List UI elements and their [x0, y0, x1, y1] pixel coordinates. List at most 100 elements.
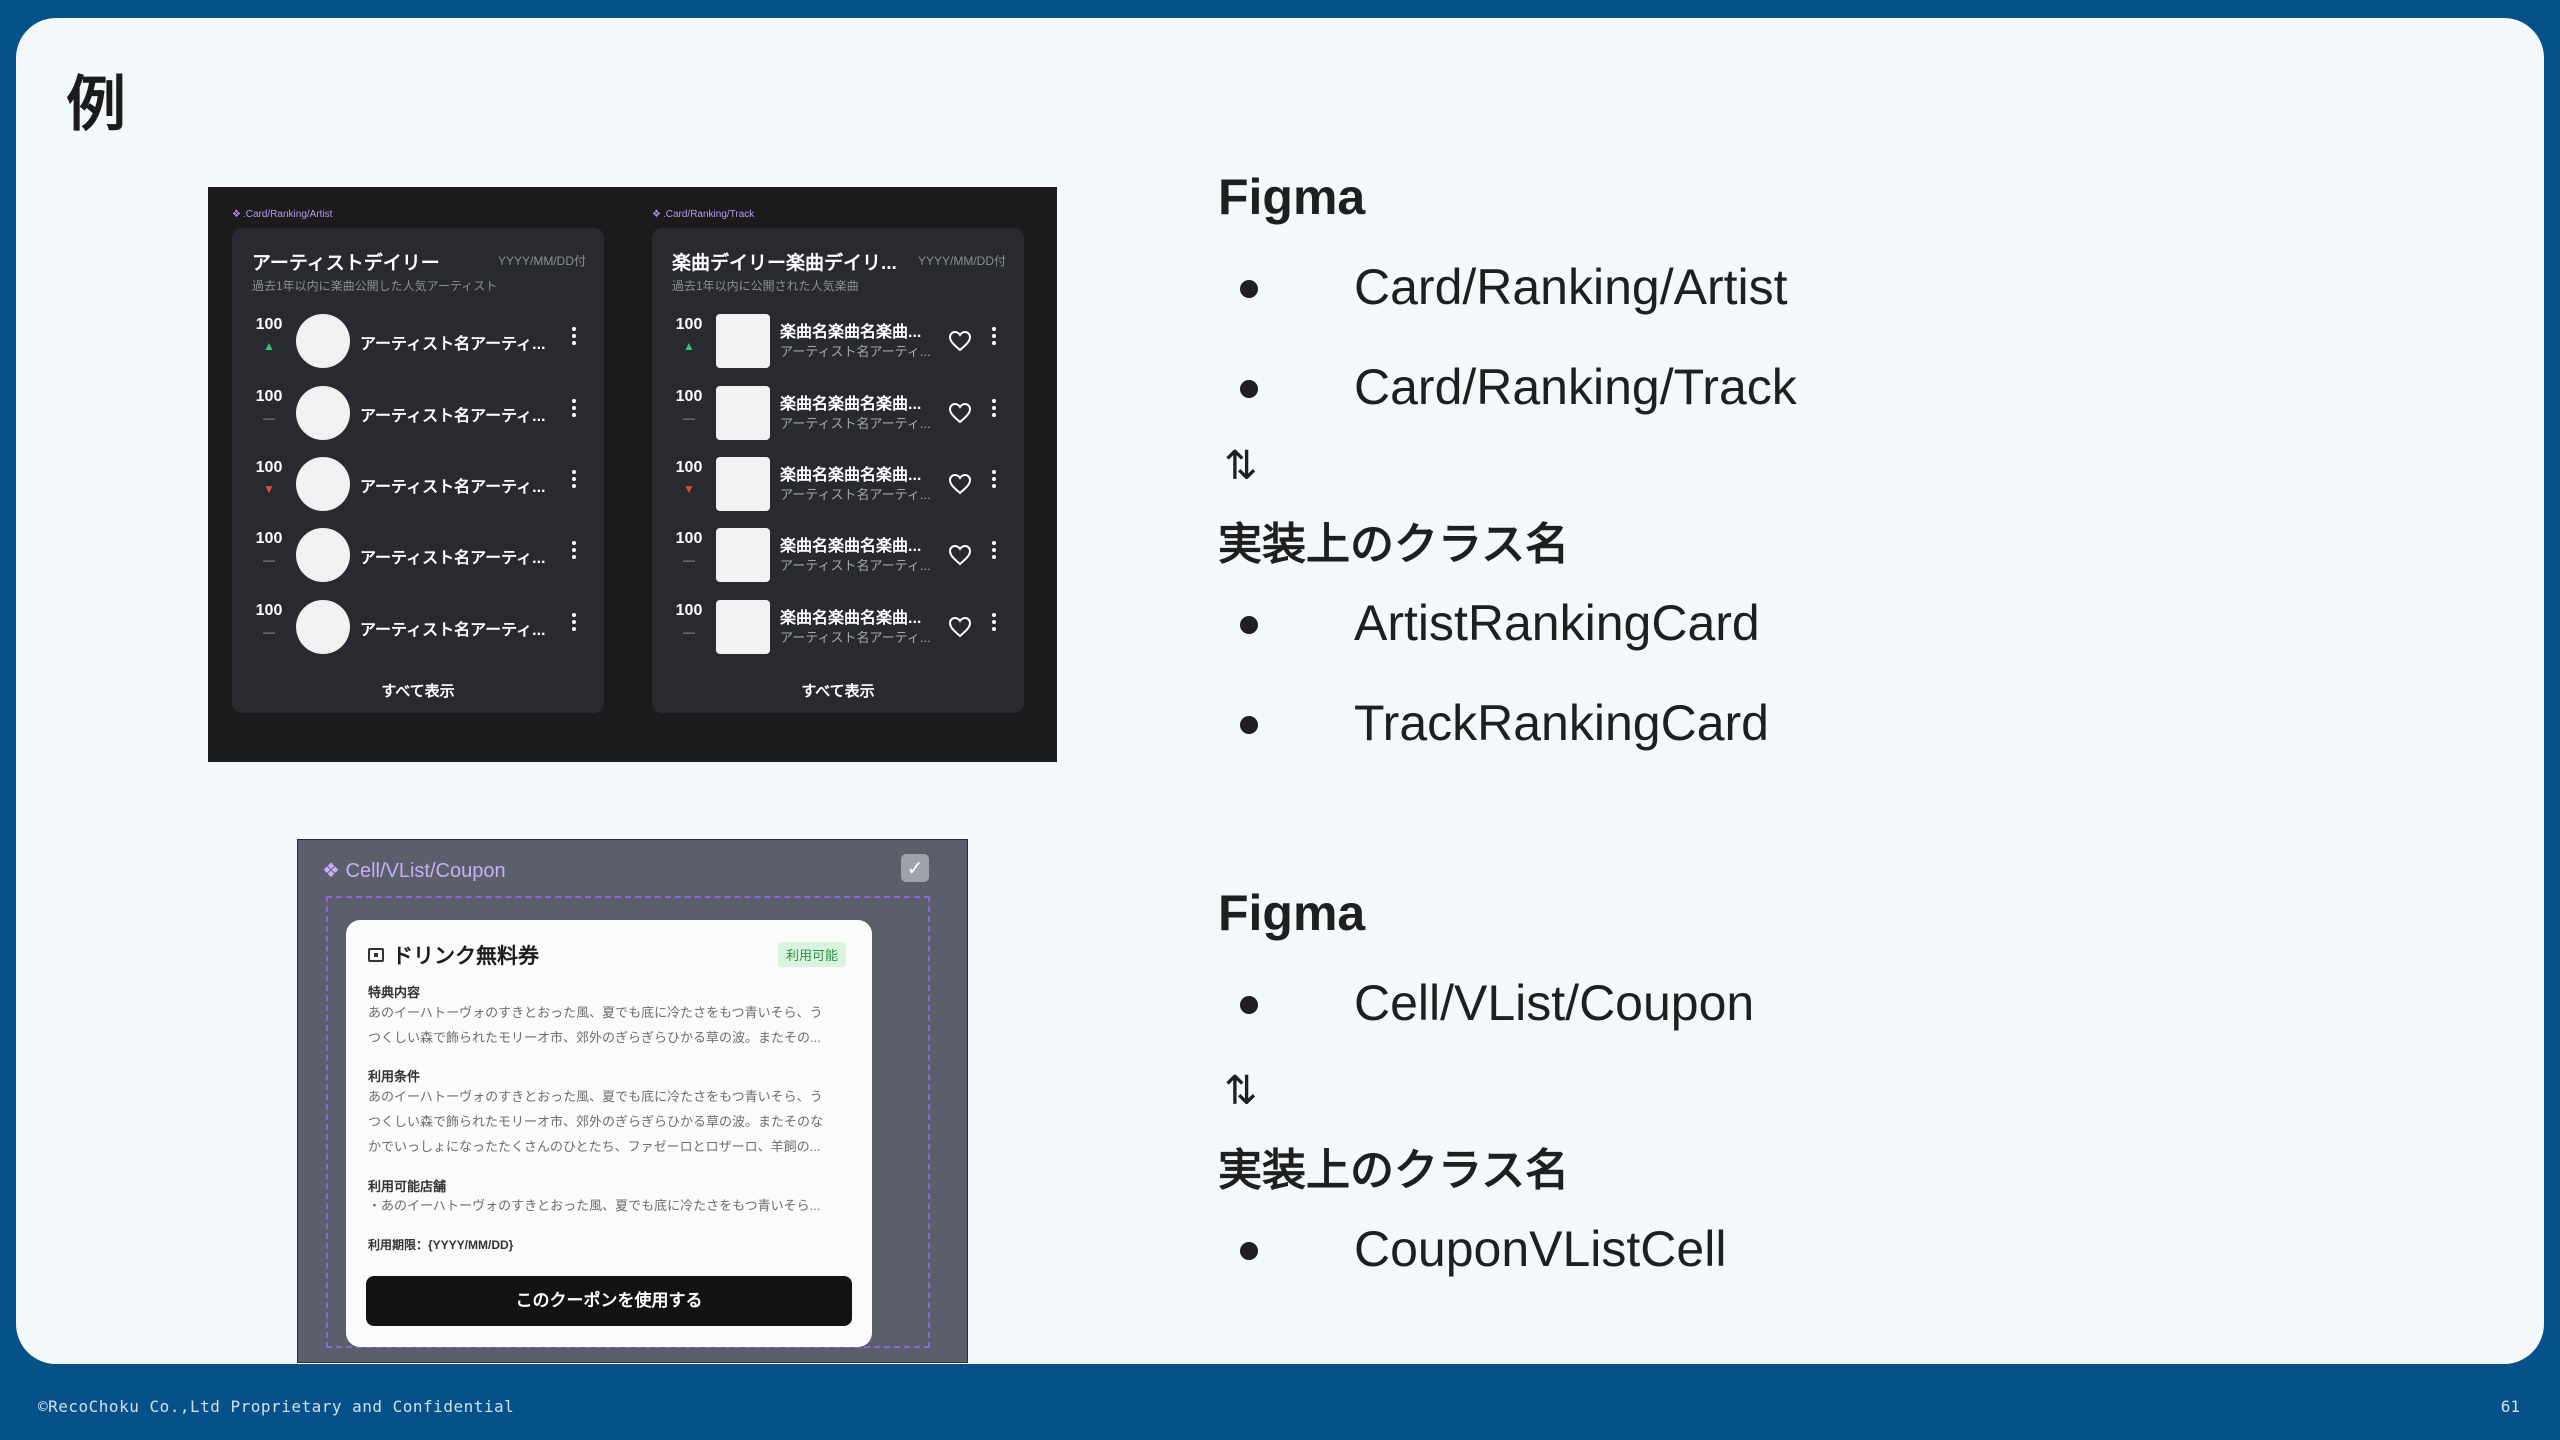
- artist-name: アーティスト名アーティ...: [360, 622, 546, 639]
- page-number: 61: [2500, 1397, 2520, 1416]
- rank-number: 100: [255, 388, 283, 405]
- track-title: 楽曲名楽曲名楽曲...: [780, 324, 922, 341]
- bullet: [1240, 716, 1258, 734]
- track-title: 楽曲名楽曲名楽曲...: [780, 396, 922, 413]
- figma-heading: Figma: [1218, 885, 1366, 941]
- track-title: 楽曲名楽曲名楽曲...: [780, 467, 922, 484]
- section-heading: 利用可能店舗: [368, 1179, 447, 1194]
- trend-flat-icon: —: [683, 411, 695, 425]
- more-icon[interactable]: [988, 610, 1000, 640]
- track-title: 楽曲名楽曲名楽曲...: [780, 538, 922, 555]
- card-date: YYYY/MM/DD付: [497, 254, 586, 268]
- artist-row[interactable]: 100 — アーティスト名アーティ...: [252, 382, 592, 444]
- artist-name: アーティスト名アーティ...: [360, 408, 546, 425]
- rank-number: 100: [675, 388, 703, 405]
- track-row[interactable]: 100 — 楽曲名楽曲名楽曲... アーティスト名アーティ...: [672, 382, 1012, 444]
- artist-avatar: [296, 386, 350, 440]
- component-icon: ❖: [322, 860, 340, 882]
- ticket-icon: [368, 948, 384, 962]
- section-body: あのイーハトーヴォのすきとおった風、夏でも底に冷たさをもつ青いそら、う つくしい…: [368, 1089, 824, 1154]
- selection-frame: [326, 896, 930, 1348]
- rank-number: 100: [675, 530, 703, 547]
- figma-component-name: Card/Ranking/Track: [1354, 359, 1797, 415]
- track-component-label: ❖.Card/Ranking/Track: [652, 209, 755, 220]
- heart-icon[interactable]: [948, 402, 972, 424]
- class-name: TrackRankingCard: [1354, 695, 1769, 751]
- use-coupon-button[interactable]: このクーポンを使用する: [366, 1276, 852, 1326]
- artist-avatar: [296, 314, 350, 368]
- track-artwork: [716, 457, 770, 511]
- section-heading: 利用条件: [368, 1069, 421, 1084]
- more-icon[interactable]: [568, 538, 580, 568]
- bullet: [1240, 996, 1258, 1014]
- rank-number: 100: [255, 316, 283, 333]
- artist-row[interactable]: 100 ▲ アーティスト名アーティ...: [252, 310, 592, 372]
- track-artist: アーティスト名アーティ...: [780, 344, 931, 359]
- more-icon[interactable]: [568, 610, 580, 640]
- artist-row[interactable]: 100 ▼ アーティスト名アーティ...: [252, 453, 592, 515]
- show-all-button[interactable]: すべて表示: [381, 683, 455, 700]
- class-name: ArtistRankingCard: [1354, 595, 1760, 651]
- more-icon[interactable]: [988, 538, 1000, 568]
- bullet: [1240, 616, 1258, 634]
- component-icon: ❖: [232, 209, 241, 220]
- component-icon: ❖: [652, 209, 661, 220]
- copyright-footer: ©RecoChoku Co.,Ltd Proprietary and Confi…: [38, 1397, 515, 1416]
- card-date: YYYY/MM/DD付: [917, 254, 1006, 268]
- more-icon[interactable]: [568, 467, 580, 497]
- trend-flat-icon: —: [683, 625, 695, 639]
- artist-row[interactable]: 100 — アーティスト名アーティ...: [252, 524, 592, 586]
- track-artist: アーティスト名アーティ...: [780, 416, 931, 431]
- more-icon[interactable]: [988, 324, 1000, 354]
- more-icon[interactable]: [568, 396, 580, 426]
- more-icon[interactable]: [568, 324, 580, 354]
- swap-arrows-icon: ⇅: [1224, 1068, 1258, 1114]
- artist-name: アーティスト名アーティ...: [360, 479, 546, 496]
- coupon-cell-screenshot: ❖ Cell/VList/Coupon ✓ ドリンク無料券 利用可能 特典内容 …: [297, 839, 968, 1363]
- card-title: アーティストデイリー: [252, 253, 440, 274]
- checkbox-icon[interactable]: ✓: [901, 854, 929, 882]
- track-row[interactable]: 100 — 楽曲名楽曲名楽曲... アーティスト名アーティ...: [672, 524, 1012, 586]
- more-icon[interactable]: [988, 396, 1000, 426]
- status-badge: 利用可能: [777, 942, 846, 967]
- artist-name: アーティスト名アーティ...: [360, 550, 546, 567]
- artist-row[interactable]: 100 — アーティスト名アーティ...: [252, 596, 592, 658]
- section-body: あのイーハトーヴォのすきとおった風、夏でも底に冷たさをもつ青いそら、う つくしい…: [368, 1005, 823, 1045]
- class-name-heading: 実装上のクラス名: [1218, 1146, 1570, 1195]
- figma-component-name: Cell/VList/Coupon: [1354, 975, 1755, 1031]
- rank-number: 100: [675, 316, 703, 333]
- trend-flat-icon: —: [263, 553, 275, 567]
- bullet: [1240, 380, 1258, 398]
- track-title: 楽曲名楽曲名楽曲...: [780, 610, 922, 627]
- rank-number: 100: [675, 602, 703, 619]
- track-row[interactable]: 100 ▲ 楽曲名楽曲名楽曲... アーティスト名アーティ...: [672, 310, 1012, 372]
- coupon-card: ドリンク無料券 利用可能 特典内容 あのイーハトーヴォのすきとおった風、夏でも底…: [346, 920, 872, 1347]
- artist-ranking-card: アーティストデイリー YYYY/MM/DD付 過去1年以内に楽曲公開した人気アー…: [232, 228, 604, 713]
- card-subtitle: 過去1年以内に楽曲公開した人気アーティスト: [252, 279, 498, 293]
- section-heading: 特典内容: [368, 985, 421, 1000]
- artist-name: アーティスト名アーティ...: [360, 336, 546, 353]
- track-row[interactable]: 100 ▼ 楽曲名楽曲名楽曲... アーティスト名アーティ...: [672, 453, 1012, 515]
- heart-icon[interactable]: [948, 330, 972, 352]
- show-all-button[interactable]: すべて表示: [801, 683, 875, 700]
- more-icon[interactable]: [988, 467, 1000, 497]
- coupon-component-label: ❖ Cell/VList/Coupon: [322, 860, 506, 882]
- figma-heading: Figma: [1218, 169, 1366, 225]
- rank-number: 100: [675, 459, 703, 476]
- track-artist: アーティスト名アーティ...: [780, 558, 931, 573]
- rank-number: 100: [255, 459, 283, 476]
- rank-number: 100: [255, 602, 283, 619]
- heart-icon[interactable]: [948, 473, 972, 495]
- trend-flat-icon: —: [263, 625, 275, 639]
- track-artist: アーティスト名アーティ...: [780, 487, 931, 502]
- heart-icon[interactable]: [948, 616, 972, 638]
- track-ranking-card: 楽曲デイリー楽曲デイリ... YYYY/MM/DD付 過去1年以内に公開された人…: [652, 228, 1024, 713]
- track-artwork: [716, 386, 770, 440]
- expiry-text: 利用期限：{YYYY/MM/DD}: [368, 1238, 514, 1252]
- figma-component-name: Card/Ranking/Artist: [1354, 259, 1788, 315]
- heart-icon[interactable]: [948, 544, 972, 566]
- bullet: [1240, 1242, 1258, 1260]
- trend-flat-icon: —: [683, 553, 695, 567]
- track-row[interactable]: 100 — 楽曲名楽曲名楽曲... アーティスト名アーティ...: [672, 596, 1012, 658]
- trend-down-icon: ▼: [263, 482, 275, 496]
